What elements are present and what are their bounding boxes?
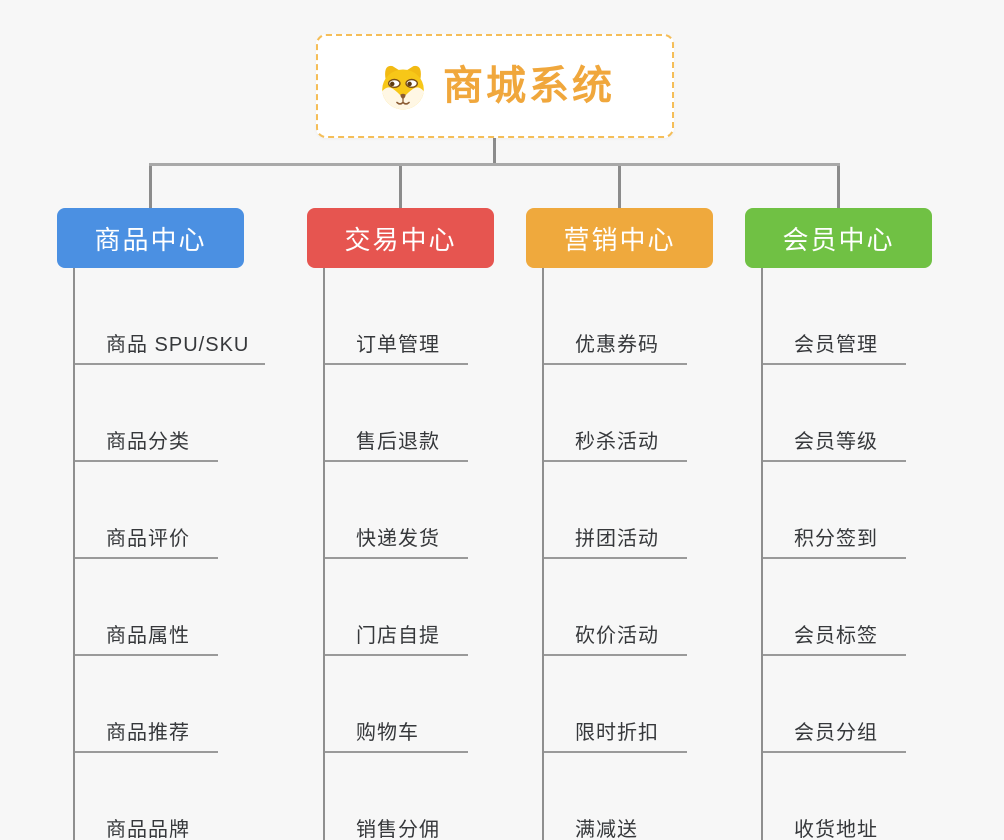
branch-item[interactable]: 商品属性 bbox=[75, 559, 218, 656]
branch-header-marketing-center[interactable]: 营销中心 bbox=[526, 208, 713, 268]
branch-header-member-center[interactable]: 会员中心 bbox=[745, 208, 932, 268]
dog-icon bbox=[382, 65, 424, 110]
branch-item[interactable]: 会员管理 bbox=[763, 268, 906, 365]
branch-item[interactable]: 限时折扣 bbox=[544, 656, 687, 753]
branch-item[interactable]: 满减送 bbox=[544, 753, 687, 840]
branch-item[interactable]: 会员标签 bbox=[763, 559, 906, 656]
connector-stub-trade-center bbox=[399, 166, 402, 209]
branch-item[interactable]: 商品评价 bbox=[75, 462, 218, 559]
branch-label: 营销中心 bbox=[563, 224, 676, 255]
branch-item[interactable]: 积分签到 bbox=[763, 462, 906, 559]
branch-marketing-center: 营销中心 优惠券码 秒杀活动 拼团活动 砍价活动 限时折扣 满减送 bbox=[526, 208, 713, 840]
branch-label: 交易中心 bbox=[344, 224, 457, 255]
branch-item[interactable]: 收货地址 bbox=[763, 753, 906, 840]
branch-header-product-center[interactable]: 商品中心 bbox=[57, 208, 244, 268]
branch-item[interactable]: 售后退款 bbox=[325, 365, 468, 462]
root-title: 商城系统 bbox=[443, 64, 615, 108]
branch-items-member-center: 会员管理 会员等级 积分签到 会员标签 会员分组 收货地址 bbox=[761, 268, 906, 840]
branch-item[interactable]: 商品 SPU/SKU bbox=[75, 268, 266, 365]
branch-label: 商品中心 bbox=[94, 224, 207, 255]
branch-item[interactable]: 会员等级 bbox=[763, 365, 906, 462]
branch-header-trade-center[interactable]: 交易中心 bbox=[307, 208, 494, 268]
connector-root-stub bbox=[493, 137, 496, 164]
branch-item[interactable]: 购物车 bbox=[325, 656, 468, 753]
branch-items-trade-center: 订单管理 售后退款 快递发货 门店自提 购物车 销售分佣 bbox=[323, 268, 468, 840]
root-node[interactable]: 商城系统 bbox=[316, 34, 674, 138]
branch-item[interactable]: 销售分佣 bbox=[325, 753, 468, 840]
branch-item[interactable]: 订单管理 bbox=[325, 268, 468, 365]
connector-stub-product-center bbox=[149, 166, 152, 209]
branch-trade-center: 交易中心 订单管理 售后退款 快递发货 门店自提 购物车 销售分佣 bbox=[307, 208, 494, 840]
connector-rail bbox=[149, 163, 840, 166]
branch-product-center: 商品中心 商品 SPU/SKU 商品分类 商品评价 商品属性 商品推荐 商品品牌 bbox=[57, 208, 266, 840]
branch-item[interactable]: 商品分类 bbox=[75, 365, 218, 462]
branch-label: 会员中心 bbox=[782, 224, 895, 255]
connector-stub-member-center bbox=[837, 166, 840, 209]
branch-item[interactable]: 秒杀活动 bbox=[544, 365, 687, 462]
branch-item[interactable]: 商品推荐 bbox=[75, 656, 218, 753]
branch-item[interactable]: 会员分组 bbox=[763, 656, 906, 753]
branch-items-marketing-center: 优惠券码 秒杀活动 拼团活动 砍价活动 限时折扣 满减送 bbox=[542, 268, 687, 840]
branch-item[interactable]: 快递发货 bbox=[325, 462, 468, 559]
branch-item[interactable]: 门店自提 bbox=[325, 559, 468, 656]
branch-member-center: 会员中心 会员管理 会员等级 积分签到 会员标签 会员分组 收货地址 bbox=[745, 208, 932, 840]
branch-item[interactable]: 砍价活动 bbox=[544, 559, 687, 656]
branch-item[interactable]: 商品品牌 bbox=[75, 753, 218, 840]
branch-item[interactable]: 优惠券码 bbox=[544, 268, 687, 365]
branch-items-product-center: 商品 SPU/SKU 商品分类 商品评价 商品属性 商品推荐 商品品牌 bbox=[73, 268, 266, 840]
connector-stub-marketing-center bbox=[618, 166, 621, 209]
branch-item[interactable]: 拼团活动 bbox=[544, 462, 687, 559]
